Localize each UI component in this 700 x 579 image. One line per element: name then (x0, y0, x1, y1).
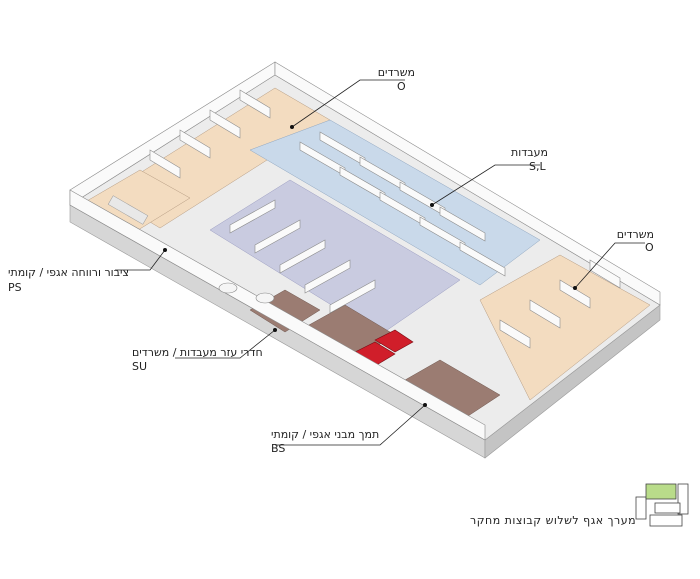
callout-support-label: חדרי עזר מעבדות / משרדים (132, 346, 263, 359)
callout-offices-right-label: משרדים (616, 228, 654, 241)
corridor-zone (209, 179, 461, 336)
callout-building-code: BS (271, 442, 286, 455)
office-zone-right (479, 254, 651, 401)
callout-public-label: ציבור ורווחה אגפי / קומתי (8, 266, 129, 279)
leader-dots (163, 125, 577, 407)
partition-walls (69, 61, 661, 441)
callout-offices-top-code: O (397, 80, 406, 93)
callout-labs-label: מעבדות (511, 146, 548, 159)
callout-building-label: תמך מבני אגפי / קומתי (271, 428, 380, 441)
callout-public-code: PS (8, 281, 22, 294)
callout-labs-code: S,L (529, 160, 546, 173)
red-service-boxes (354, 329, 414, 367)
callout-offices-right-code: O (645, 241, 654, 254)
callout-offices-top-label: משרדים (377, 66, 415, 79)
round-tables (218, 282, 275, 304)
key-plan (635, 483, 689, 527)
leader-lines (115, 79, 645, 446)
diagram-caption: מערך אגף לשלוש קבוצות מחקר (470, 514, 637, 527)
callout-support-code: SU (132, 360, 148, 373)
